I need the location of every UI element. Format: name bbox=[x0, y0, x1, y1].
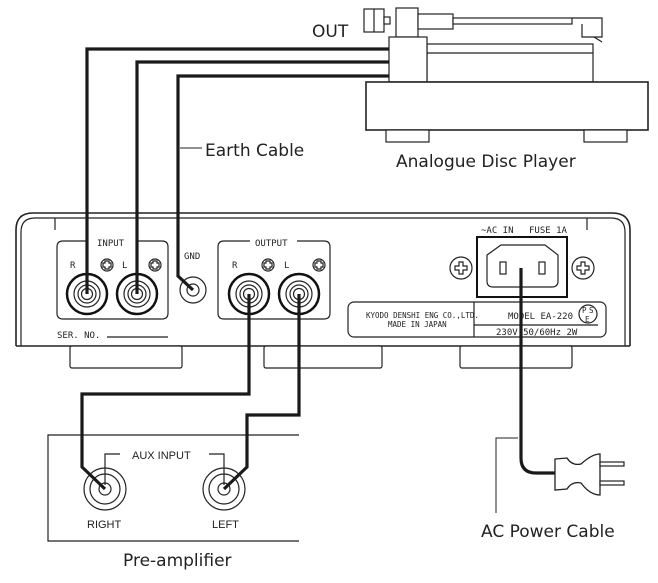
earth-cable[interactable] bbox=[176, 74, 389, 292]
pre-amplifier-label: Pre-amplifier bbox=[123, 551, 232, 571]
aux-right-jack[interactable] bbox=[83, 467, 127, 511]
maker-text: KYODO DENSHI ENG CO.,LTD. bbox=[366, 311, 479, 320]
gnd-label: GND bbox=[184, 252, 200, 262]
output-group: OUTPUT R L bbox=[217, 239, 331, 320]
gnd-terminal[interactable]: GND bbox=[179, 252, 207, 304]
input-group: INPUT R L bbox=[56, 239, 169, 320]
output-l-cable[interactable] bbox=[222, 294, 301, 491]
nameplate: KYODO DENSHI ENG CO.,LTD. MADE IN JAPAN … bbox=[347, 301, 607, 338]
foot-left bbox=[385, 129, 430, 143]
plinth bbox=[365, 81, 649, 131]
tonearm bbox=[452, 17, 573, 25]
pse-mark-icon: P S E bbox=[578, 304, 598, 324]
svg-text:S: S bbox=[589, 306, 594, 315]
equalizer-rear-panel: INPUT R L bbox=[15, 212, 631, 369]
out-label: OUT bbox=[312, 22, 349, 42]
screw-icon bbox=[100, 258, 114, 272]
cables: Earth Cable AC Power Cable bbox=[80, 47, 625, 542]
aux-left-label: LEFT bbox=[212, 519, 239, 531]
aux-left-jack[interactable] bbox=[202, 467, 246, 511]
screw-icon bbox=[148, 258, 162, 272]
fuse-label: FUSE 1A bbox=[529, 226, 568, 236]
ac-power-cable-label: AC Power Cable bbox=[481, 522, 615, 542]
screw-icon bbox=[571, 256, 595, 280]
screw-icon bbox=[312, 258, 326, 272]
output-r-cable[interactable] bbox=[80, 294, 251, 491]
screw-icon bbox=[449, 256, 473, 280]
ac-power-cable-leader bbox=[495, 437, 518, 513]
headshell bbox=[572, 17, 603, 38]
earth-cable-label: Earth Cable bbox=[205, 141, 304, 161]
mains-plug-icon[interactable] bbox=[554, 453, 625, 496]
aux-input-label: AUX INPUT bbox=[132, 450, 191, 462]
input-l-cable[interactable] bbox=[135, 60, 389, 294]
svg-text:E: E bbox=[585, 315, 590, 324]
serial-number-label: SER. NO. bbox=[57, 331, 100, 341]
model-text: MODEL EA-220 bbox=[508, 312, 573, 322]
tonearm-pivot bbox=[395, 7, 419, 38]
output-l-label: L bbox=[284, 261, 289, 271]
input-l-label: L bbox=[122, 261, 127, 271]
ac-power-cable[interactable] bbox=[519, 268, 556, 475]
rating-text: 230V 50/60Hz 2W bbox=[496, 328, 578, 338]
analogue-disc-player: OUT Analogue Disc Player bbox=[312, 7, 649, 172]
input-r-cable[interactable] bbox=[85, 47, 389, 294]
foot-right bbox=[583, 129, 628, 143]
pre-amplifier: AUX INPUT RIGHT LEFT Pre-amplifier bbox=[47, 434, 299, 571]
svg-text:P: P bbox=[582, 306, 587, 315]
input-r-label: R bbox=[70, 261, 76, 271]
screw-icon bbox=[261, 258, 275, 272]
tonearm-riser bbox=[388, 36, 428, 83]
ac-in-label: ~AC IN bbox=[481, 226, 514, 236]
tonearm-base bbox=[417, 13, 454, 30]
output-r-label: R bbox=[232, 261, 238, 271]
platter bbox=[426, 43, 594, 83]
input-label: INPUT bbox=[97, 239, 125, 249]
panel-foot bbox=[69, 345, 183, 369]
panel-foot bbox=[263, 345, 383, 369]
origin-text: MADE IN JAPAN bbox=[388, 320, 447, 329]
output-label: OUTPUT bbox=[255, 239, 288, 249]
analogue-disc-player-label: Analogue Disc Player bbox=[396, 152, 576, 172]
tonearm-shaft bbox=[383, 16, 391, 25]
panel-foot bbox=[459, 345, 573, 369]
aux-right-label: RIGHT bbox=[87, 519, 122, 531]
